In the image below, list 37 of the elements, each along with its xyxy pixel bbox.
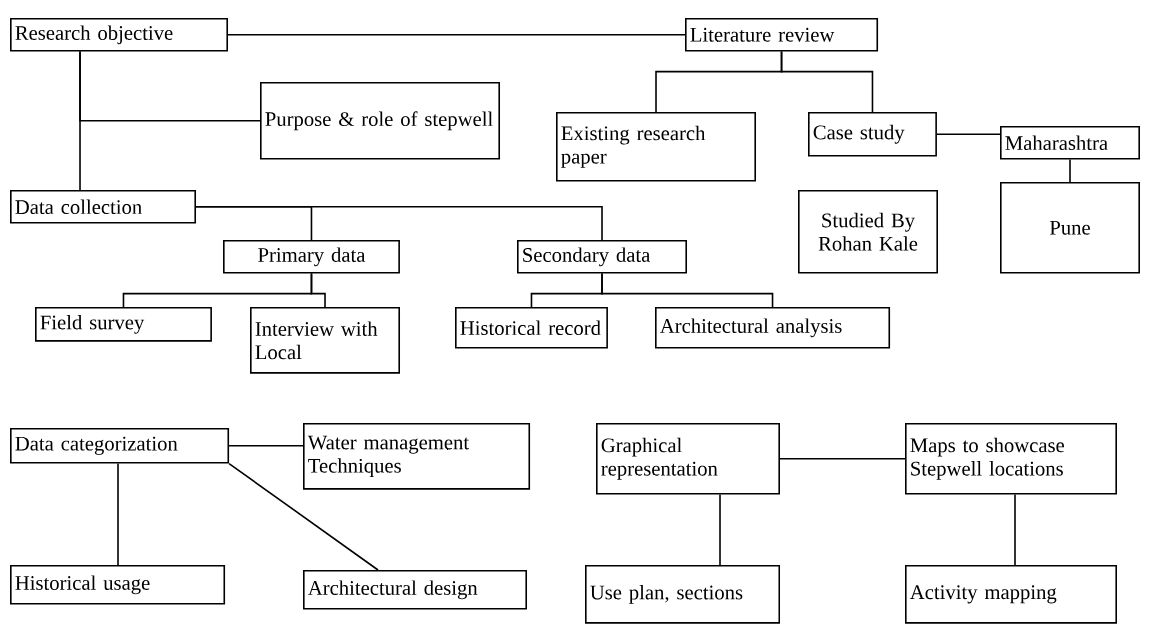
text-box: Historical usage	[10, 565, 226, 605]
text-box: Studied By Rohan Kale	[798, 190, 938, 274]
text-box: Maharashtra	[1000, 126, 1140, 160]
text-box: Case study	[808, 112, 937, 157]
connector-line	[1014, 493, 1016, 566]
text-box: Research objective	[10, 18, 228, 52]
text-box: Architectural design	[303, 570, 527, 610]
text-box: Existing research paper	[556, 112, 756, 182]
connector-line	[117, 462, 119, 566]
connector-line	[310, 272, 326, 308]
text-box: Architectural analysis	[655, 307, 891, 349]
text-box: Water management Techniques	[303, 423, 531, 490]
connector-line	[227, 34, 686, 36]
text-box: Literature review	[685, 18, 879, 52]
text-box: Field survey	[35, 307, 212, 342]
text-box: Graphical representation	[596, 423, 780, 495]
connector-line	[779, 458, 906, 460]
connector-line	[936, 133, 1001, 136]
text-box: Use plan, sections	[585, 565, 781, 624]
text-box: Data collection	[10, 190, 196, 224]
text-box: Historical record	[455, 307, 608, 349]
connector-line	[719, 493, 721, 566]
text-box: Data categorization	[10, 428, 230, 464]
text-box: Activity mapping	[905, 565, 1117, 624]
connector-line	[195, 206, 603, 241]
connector-line	[601, 272, 774, 308]
text-box: Primary data	[223, 240, 400, 274]
connector-line	[228, 462, 379, 571]
text-box: Interview with Local	[250, 307, 400, 374]
connector-line	[79, 50, 81, 191]
text-box: Maps to showcase Stepwell locations	[905, 423, 1117, 495]
connector-line	[780, 50, 874, 113]
text-box: Secondary data	[517, 240, 687, 274]
connector-line	[228, 445, 304, 447]
text-box: Purpose & role of stepwell	[260, 82, 500, 160]
connector-line	[1069, 158, 1071, 183]
text-box: Pune	[1000, 182, 1140, 274]
